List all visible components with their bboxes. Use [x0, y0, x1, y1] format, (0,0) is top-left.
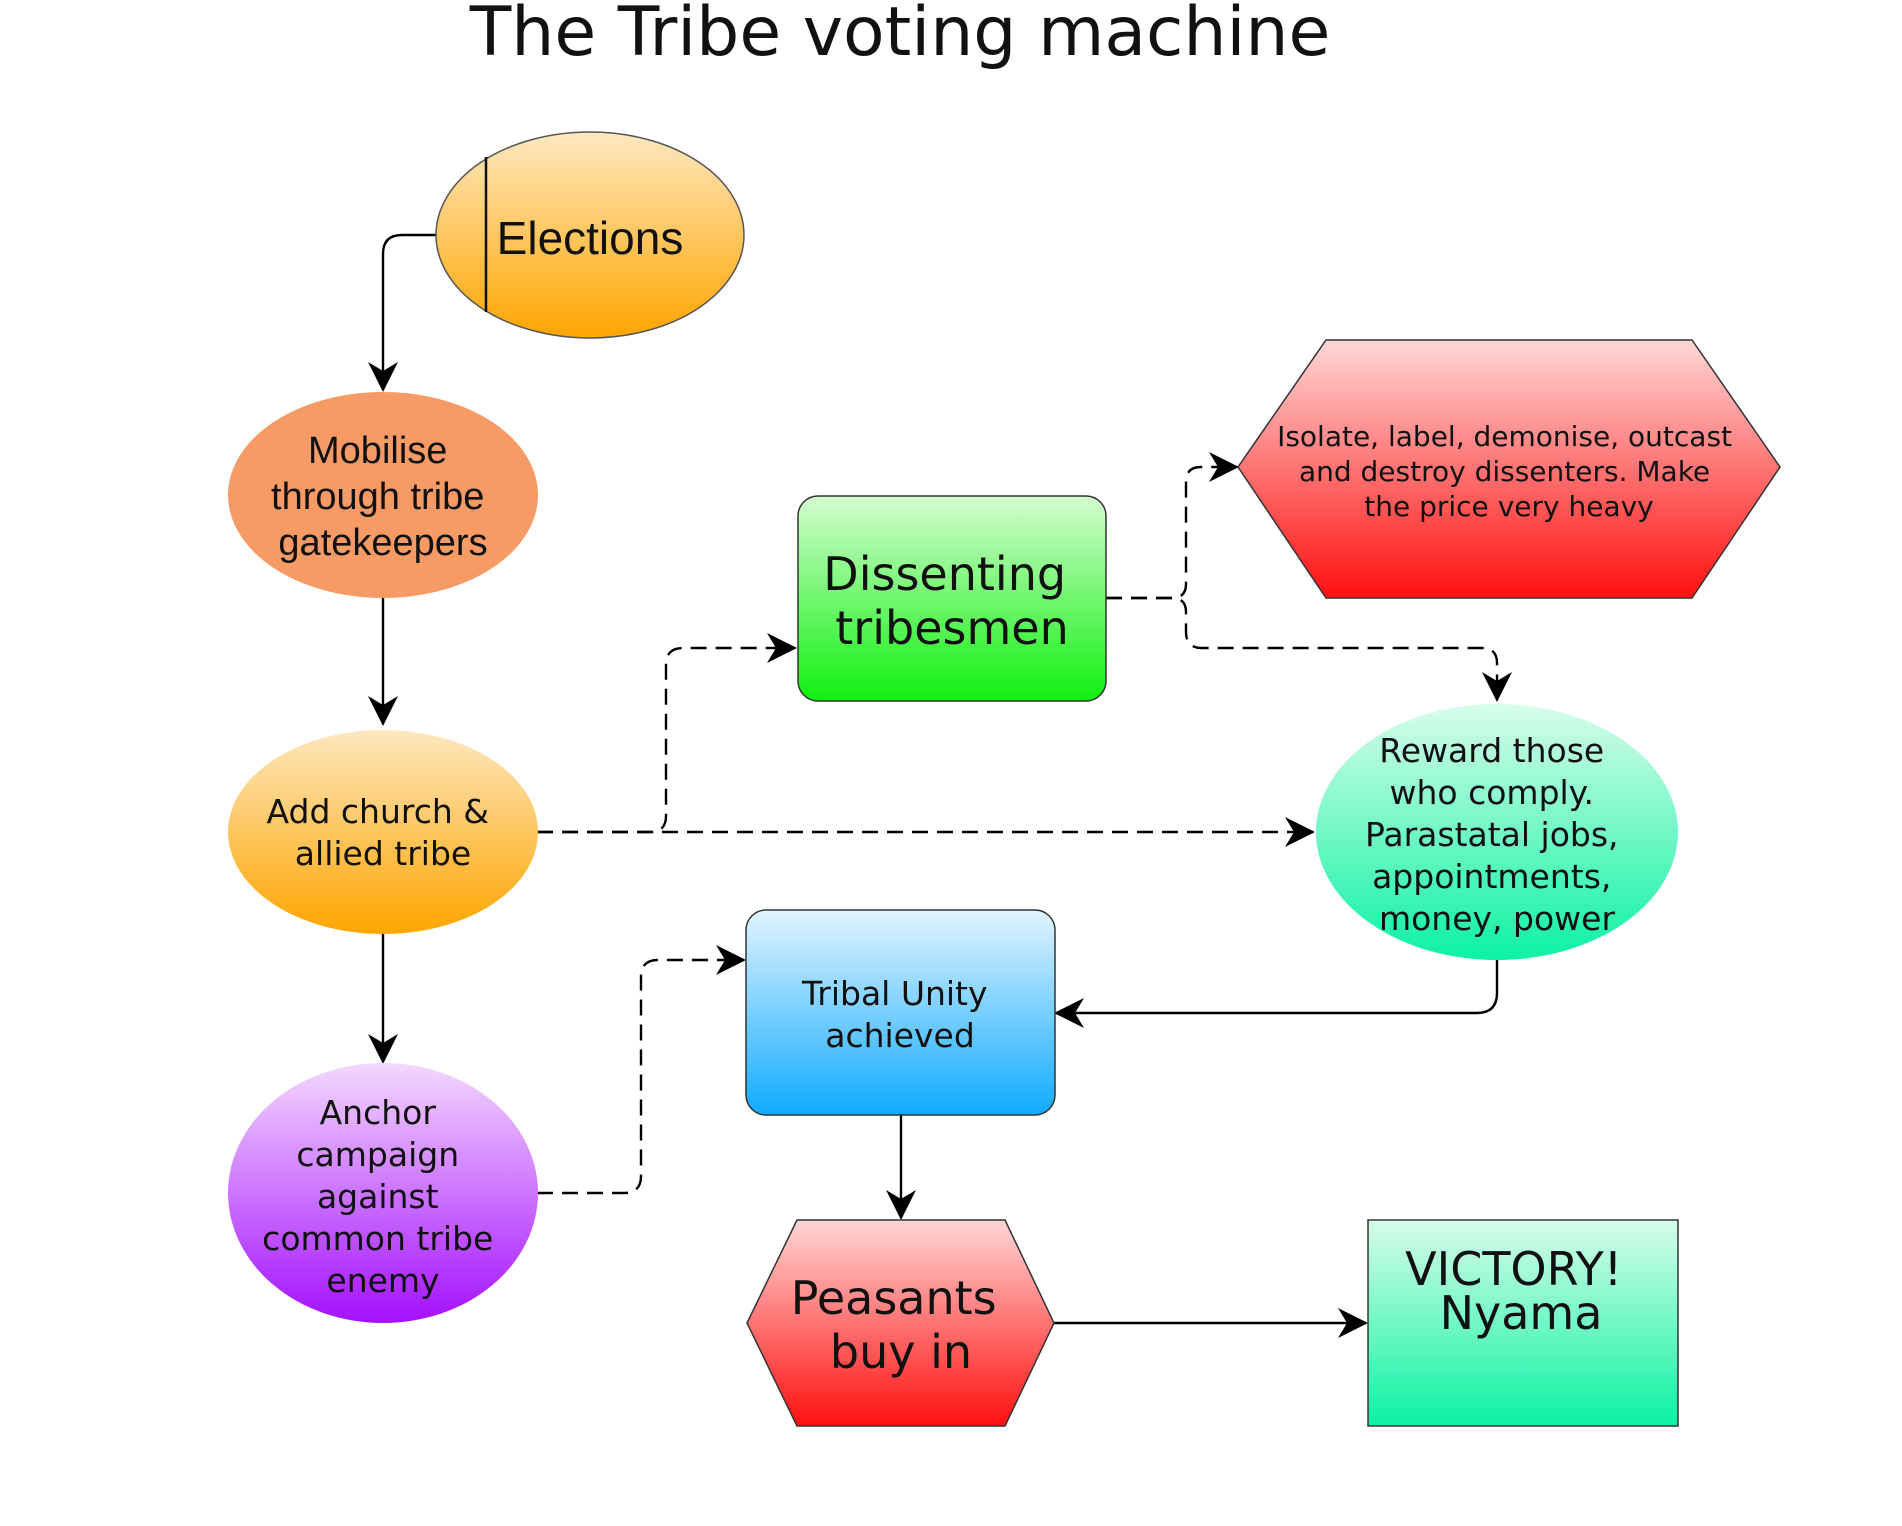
unity-line-2: achieved — [825, 1016, 975, 1055]
victory-line-3: Nyama — [1440, 1286, 1603, 1340]
isolate-line-3: the price very heavy — [1364, 490, 1654, 523]
node-unity: Tribal Unity achieved — [745, 909, 1056, 1116]
elections-line-1: Elections — [497, 212, 684, 264]
victory-box — [1367, 1219, 1679, 1427]
isolate-line-2: and destroy dissenters. Make — [1299, 455, 1710, 488]
peasants-hexagon — [746, 1219, 1055, 1427]
victory-line-1: VICTORY! — [1405, 1242, 1622, 1296]
reward-label: Reward those who comply. Parastatal jobs… — [1365, 731, 1629, 938]
mobilise-line-2: through tribe — [271, 476, 484, 518]
node-dissenting: Dissenting tribesmen — [797, 495, 1107, 702]
diagram-title: The Tribe voting machine — [469, 0, 1331, 72]
isolate-line-1: Isolate, label, demonise, outcast — [1277, 420, 1732, 453]
unity-box — [745, 909, 1056, 1116]
anchor-label: Anchor campaign against common tribe ene… — [262, 1093, 504, 1300]
edge-dissenting-to-reward — [1106, 596, 1512, 702]
anchor-ellipse — [228, 1063, 538, 1323]
anchor-line-2: campaign — [296, 1135, 459, 1174]
dissenting-line-1: Dissenting — [823, 547, 1066, 601]
mobilise-label: Mobilise through tribe gatekeepers — [271, 430, 495, 564]
mobilise-line-3: gatekeepers — [278, 522, 487, 564]
node-peasants: Peasants buy in — [746, 1219, 1055, 1427]
isolate-hexagon — [1237, 339, 1781, 599]
node-anchor: Anchor campaign against common tribe ene… — [228, 1063, 538, 1323]
dissenting-line-2: tribesmen — [835, 601, 1068, 655]
reward-ellipse — [1316, 704, 1678, 960]
peasants-line-2: buy in — [830, 1325, 972, 1379]
reward-line-1: Reward those — [1379, 731, 1604, 770]
edge-anchor-to-unity — [537, 945, 746, 1195]
anchor-line-5: enemy — [326, 1261, 439, 1300]
reward-line-4: appointments, — [1372, 857, 1611, 896]
edge-add-church-to-dissenting — [537, 633, 797, 834]
peasants-line-1: Peasants — [791, 1271, 997, 1325]
anchor-line-4: common tribe — [262, 1219, 493, 1258]
unity-label: Tribal Unity achieved — [801, 974, 998, 1055]
dissenting-box — [797, 495, 1107, 702]
edge-reward-to-unity — [1054, 958, 1499, 1028]
elections-ellipse — [435, 131, 745, 339]
anchor-line-3: against — [317, 1177, 439, 1216]
add-church-ellipse — [228, 730, 538, 934]
node-elections: Elections — [435, 131, 745, 339]
node-add-church: Add church & allied tribe — [228, 730, 538, 934]
node-mobilise: Mobilise through tribe gatekeepers — [228, 392, 538, 598]
node-reward: Reward those who comply. Parastatal jobs… — [1316, 704, 1678, 960]
elections-label: Elections — [497, 212, 684, 264]
edge-elections-to-mobilise — [368, 233, 436, 392]
edge-dissenting-to-isolate — [1106, 452, 1239, 600]
node-victory: VICTORY! Nyama — [1367, 1219, 1679, 1427]
reward-line-5: money, power — [1379, 899, 1615, 938]
add-church-line-2: allied tribe — [295, 834, 471, 873]
add-church-label: Add church & allied tribe — [267, 792, 500, 873]
mobilise-line-1: Mobilise — [308, 430, 447, 472]
node-isolate: Isolate, label, demonise, outcast and de… — [1237, 339, 1781, 599]
reward-line-3: Parastatal jobs, — [1365, 815, 1619, 854]
peasants-label: Peasants buy in — [791, 1271, 1012, 1379]
add-church-line-1: Add church & — [267, 792, 489, 831]
unity-line-1: Tribal Unity — [801, 974, 988, 1013]
dissenting-label: Dissenting tribesmen — [823, 547, 1080, 655]
victory-label: VICTORY! Nyama — [1405, 1242, 1637, 1340]
mobilise-ellipse — [228, 392, 538, 598]
isolate-label: Isolate, label, demonise, outcast and de… — [1277, 420, 1741, 523]
anchor-line-1: Anchor — [320, 1093, 437, 1132]
reward-line-2: who comply. — [1390, 773, 1595, 812]
